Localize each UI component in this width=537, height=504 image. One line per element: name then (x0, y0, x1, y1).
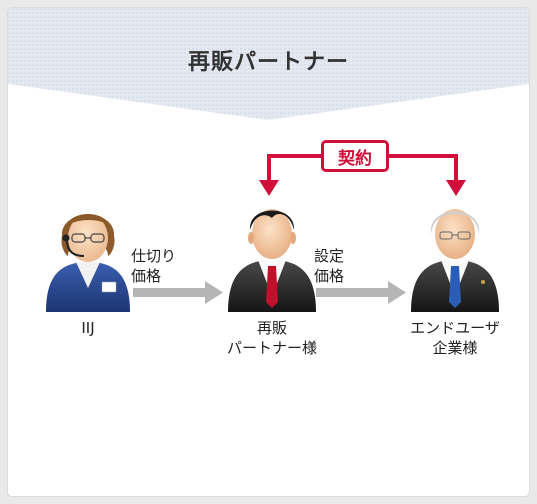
node-label-partner: 再販 パートナー様 (226, 319, 317, 357)
operator-avatar-icon (46, 214, 130, 312)
contract-arrow-left (259, 180, 279, 196)
contract-arrow-right (446, 180, 466, 196)
flow-arrow-2 (316, 281, 406, 304)
edge-label-wholesale-price: 仕切り 価格 (131, 247, 177, 285)
enduser-avatar-icon (411, 209, 499, 312)
contract-badge: 契約 (321, 140, 389, 172)
edge-label-set-price: 設定 価格 (314, 247, 345, 285)
node-label-iij: IIJ (81, 319, 95, 337)
flow-arrow-1 (133, 281, 223, 304)
title-banner (8, 8, 529, 120)
page-title: 再販パートナー (187, 50, 349, 75)
node-label-enduser: エンドユーザ 企業様 (410, 319, 500, 357)
partner-avatar-icon (228, 209, 316, 312)
